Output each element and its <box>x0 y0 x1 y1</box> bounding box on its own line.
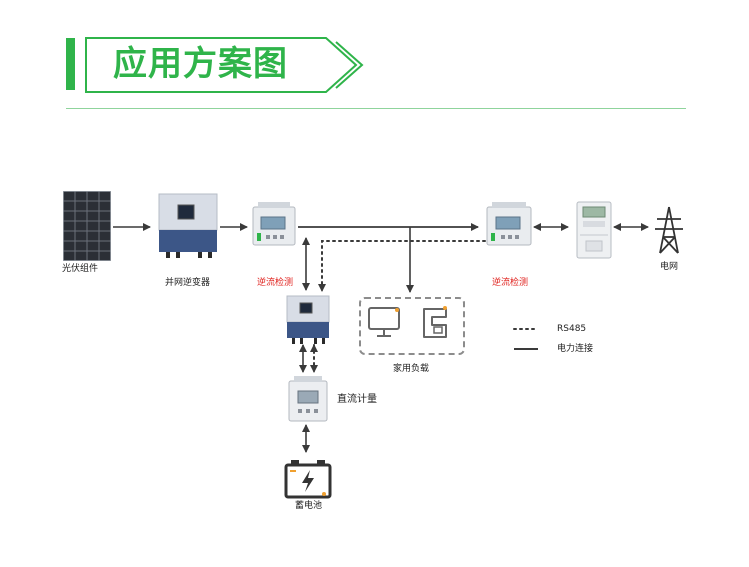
page-title: 应用方案图 <box>113 44 288 84</box>
household-load-box <box>359 297 465 355</box>
legend-power-label: 电力连接 <box>557 344 594 354</box>
title-divider <box>66 108 686 109</box>
meter-left-label: 逆流检测 <box>257 278 294 288</box>
solar-panel-icon <box>63 191 111 261</box>
storage-inverter-icon <box>286 295 330 344</box>
grid-label: 电网 <box>660 262 679 272</box>
power-tower-icon <box>655 206 683 254</box>
rs485-line-meter-storage <box>321 240 498 291</box>
household-load-label: 家用负载 <box>393 364 430 374</box>
title-accent-bar <box>66 38 75 90</box>
coffee-machine-icon <box>423 306 447 338</box>
title-banner-frame <box>85 37 364 93</box>
inverter-label: 并网逆变器 <box>165 278 211 288</box>
inverter-icon <box>158 193 218 258</box>
dc-meter-label: 直流计量 <box>337 394 377 405</box>
energy-meter-icon <box>576 201 612 259</box>
anti-backflow-meter-icon <box>252 202 296 246</box>
legend-symbols <box>513 328 539 350</box>
legend-rs485-label: RS485 <box>557 324 587 334</box>
anti-backflow-meter-right-icon <box>486 202 532 246</box>
battery-icon <box>284 460 332 499</box>
pv-label: 光伏组件 <box>62 264 99 274</box>
meter-right-label: 逆流检测 <box>492 278 529 288</box>
battery-label: 蓄电池 <box>295 501 323 511</box>
dc-meter-icon <box>288 376 328 422</box>
monitor-icon <box>368 307 400 337</box>
